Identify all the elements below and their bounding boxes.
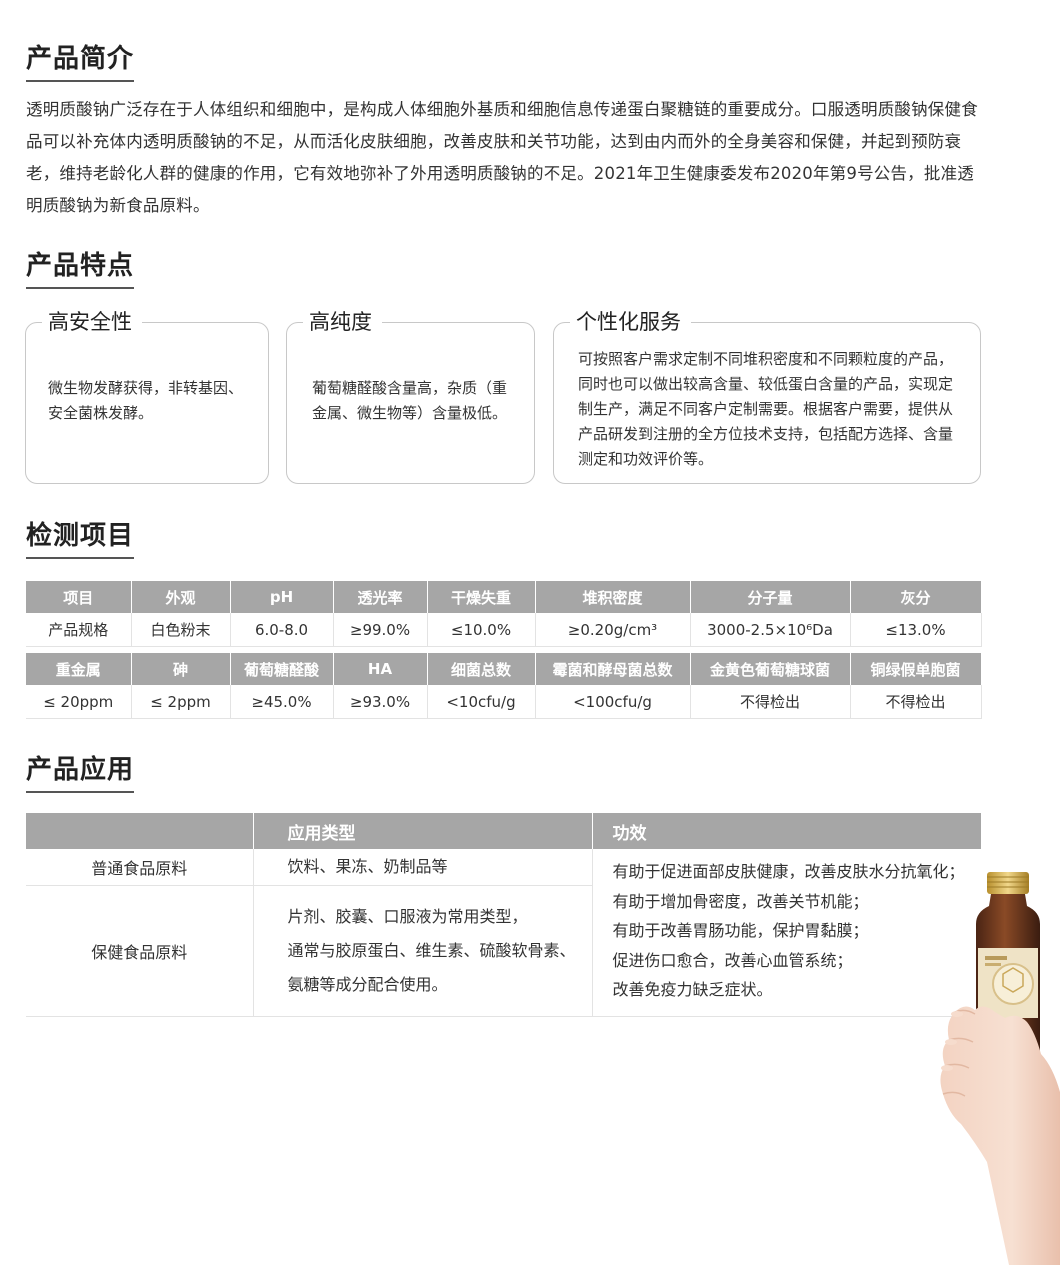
application-type: 片剂、胶囊、口服液为常用类型， [287, 907, 528, 926]
application-type: 通常与胶原蛋白、维生素、硫酸软骨素、 [287, 941, 576, 960]
table-header-cell: 霉菌和酵母菌总数 [535, 653, 691, 685]
table-header-cell: 应用类型 [253, 813, 593, 849]
intro-paragraph: 透明质酸钠广泛存在于人体组织和细胞中，是构成人体细胞外基质和细胞信息传递蛋白聚糖… [26, 100, 978, 215]
application-category: 保健食品原料 [26, 885, 254, 1017]
hand-holding-bottle-image [940, 872, 1060, 1265]
table-cell: 白色粉末 [131, 613, 231, 647]
table-cell: <100cfu/g [535, 685, 691, 719]
table-header-cell: 堆积密度 [535, 581, 691, 613]
table-cell: 不得检出 [690, 685, 851, 719]
feature-card-text: 微生物发酵获得，非转基因、安全菌株发酵。 [48, 379, 244, 422]
table-header-cell: pH [230, 581, 334, 613]
table-header-cell [26, 813, 254, 849]
application-table: 应用类型 功效 普通食品原料 饮料、果冻、奶制品等 有助于促进面部皮肤健康，改善… [26, 813, 982, 1017]
table-header-cell: 金黄色葡萄糖球菌 [690, 653, 851, 685]
table-cell: ≥0.20g/cm³ [535, 613, 691, 647]
testing-table: 项目 外观 pH 透光率 干燥失重 堆积密度 分子量 灰分 产品规格 白色粉末 … [26, 581, 982, 719]
feature-card-title: 个性化服务 [570, 307, 691, 337]
table-header-cell: 细菌总数 [427, 653, 536, 685]
application-title: 产品应用 [26, 753, 135, 793]
table-header-row: 项目 外观 pH 透光率 干燥失重 堆积密度 分子量 灰分 [26, 581, 982, 613]
table-cell: ≤ 2ppm [131, 685, 231, 719]
effect-item: 促进伤口愈合，改善心血管系统； [612, 950, 853, 970]
table-cell: 6.0-8.0 [230, 613, 334, 647]
effect-item: 改善免疫力缺乏症状。 [612, 980, 773, 999]
table-cell: 3000-2.5×10⁶Da [690, 613, 851, 647]
feature-card-text: 葡萄糖醛酸含量高，杂质（重金属、微生物等）含量极低。 [312, 379, 508, 422]
table-header-cell: 砷 [131, 653, 231, 685]
table-row: ≤ 20ppm ≤ 2ppm ≥45.0% ≥93.0% <10cfu/g <1… [26, 685, 982, 719]
table-header-cell: 项目 [26, 581, 132, 613]
feature-card-title: 高安全性 [42, 307, 142, 337]
table-cell: ≥93.0% [333, 685, 428, 719]
table-cell: ≤13.0% [850, 613, 982, 647]
feature-card-text: 可按照客户需求定制不同堆积密度和不同颗粒度的产品，同时也可以做出较高含量、较低蛋… [578, 350, 954, 468]
table-cell: 不得检出 [850, 685, 982, 719]
feature-card-custom-service: 个性化服务 可按照客户需求定制不同堆积密度和不同颗粒度的产品，同时也可以做出较高… [553, 307, 981, 484]
table-header-row: 应用类型 功效 [26, 813, 982, 849]
effect-item: 有助于增加骨密度，改善关节机能； [612, 891, 869, 911]
table-header-cell: 干燥失重 [427, 581, 536, 613]
table-cell: <10cfu/g [427, 685, 536, 719]
table-header-cell: 重金属 [26, 653, 132, 685]
table-header-cell: HA [333, 653, 428, 685]
table-row: 普通食品原料 饮料、果冻、奶制品等 有助于促进面部皮肤健康，改善皮肤水分抗氧化；… [26, 849, 981, 1017]
table-row: 产品规格 白色粉末 6.0-8.0 ≥99.0% ≤10.0% ≥0.20g/c… [26, 613, 982, 647]
feature-card-title: 高纯度 [303, 307, 382, 337]
application-type-list: 片剂、胶囊、口服液为常用类型， 通常与胶原蛋白、维生素、硫酸软骨素、 氨糖等成分… [253, 885, 593, 1017]
table-cell: ≥99.0% [333, 613, 428, 647]
table-row: 保健食品原料 片剂、胶囊、口服液为常用类型， 通常与胶原蛋白、维生素、硫酸软骨素… [26, 885, 981, 1017]
application-effects: 有助于促进面部皮肤健康，改善皮肤水分抗氧化； 有助于增加骨密度，改善关节机能； … [592, 849, 981, 1017]
table-cell: ≤ 20ppm [26, 685, 132, 719]
table-cell: ≥45.0% [230, 685, 334, 719]
application-type: 氨糖等成分配合使用。 [287, 975, 448, 994]
table-header-cell: 铜绿假单胞菌 [850, 653, 982, 685]
feature-card-purity: 高纯度 葡萄糖醛酸含量高，杂质（重金属、微生物等）含量极低。 [286, 307, 535, 484]
effect-item: 有助于改善胃肠功能，保护胃黏膜； [612, 921, 869, 940]
features-title: 产品特点 [26, 249, 135, 289]
table-header-cell: 透光率 [333, 581, 428, 613]
application-category: 普通食品原料 [26, 849, 254, 886]
table-header-cell: 葡萄糖醛酸 [230, 653, 334, 685]
table-header-cell: 外观 [131, 581, 231, 613]
table-cell: 产品规格 [26, 613, 132, 647]
table-header-row: 重金属 砷 葡萄糖醛酸 HA 细菌总数 霉菌和酵母菌总数 金黄色葡萄糖球菌 铜绿… [26, 653, 982, 685]
application-type: 饮料、果冻、奶制品等 [253, 849, 593, 886]
table-header-cell: 功效 [592, 813, 982, 849]
testing-title: 检测项目 [26, 519, 135, 559]
effect-item: 有助于促进面部皮肤健康，改善皮肤水分抗氧化； [612, 862, 965, 881]
feature-card-safety: 高安全性 微生物发酵获得，非转基因、安全菌株发酵。 [25, 307, 269, 484]
table-header-cell: 分子量 [690, 581, 851, 613]
table-header-cell: 灰分 [850, 581, 982, 613]
table-cell: ≤10.0% [427, 613, 536, 647]
intro-title: 产品简介 [26, 42, 135, 82]
